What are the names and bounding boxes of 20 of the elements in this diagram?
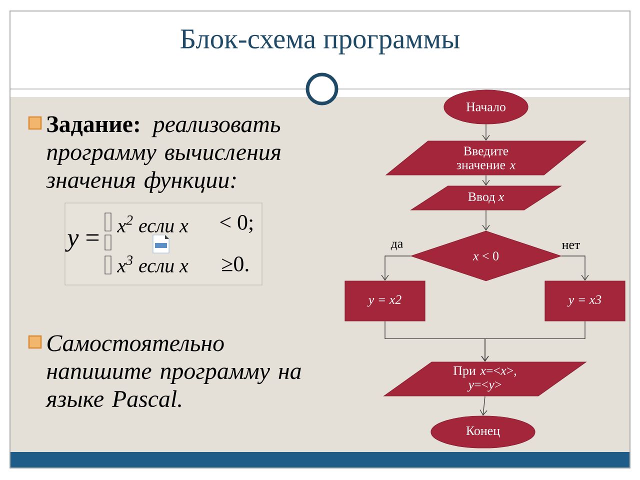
arrow [482, 210, 490, 231]
arrow [381, 256, 412, 281]
formula-text: x$^{3}$ если x [116, 256, 188, 272]
process-box: y = x2 [344, 280, 426, 322]
arrow [480, 396, 488, 416]
arrow [482, 174, 490, 186]
note-text: Самостоятельно напишите программу на языке Pascal. [46, 335, 301, 408]
formula-text: x$^{2}$ если x [116, 216, 188, 232]
formula-text: < 0; [220, 215, 252, 233]
title: Блок-схема программы [180, 30, 460, 54]
terminal-oval: Конец [430, 416, 536, 448]
task-text: Задание: реализовать программу вычисления значения функции: [46, 116, 280, 193]
arrow [482, 124, 490, 141]
arrow [481, 320, 586, 362]
formula-text: ≥0. [222, 256, 248, 272]
terminal-oval: Начало [444, 90, 528, 124]
edge-label: да [390, 240, 404, 252]
formula-text: y = [65, 234, 99, 252]
process-box: y = x3 [544, 280, 626, 322]
arrow [560, 256, 589, 281]
